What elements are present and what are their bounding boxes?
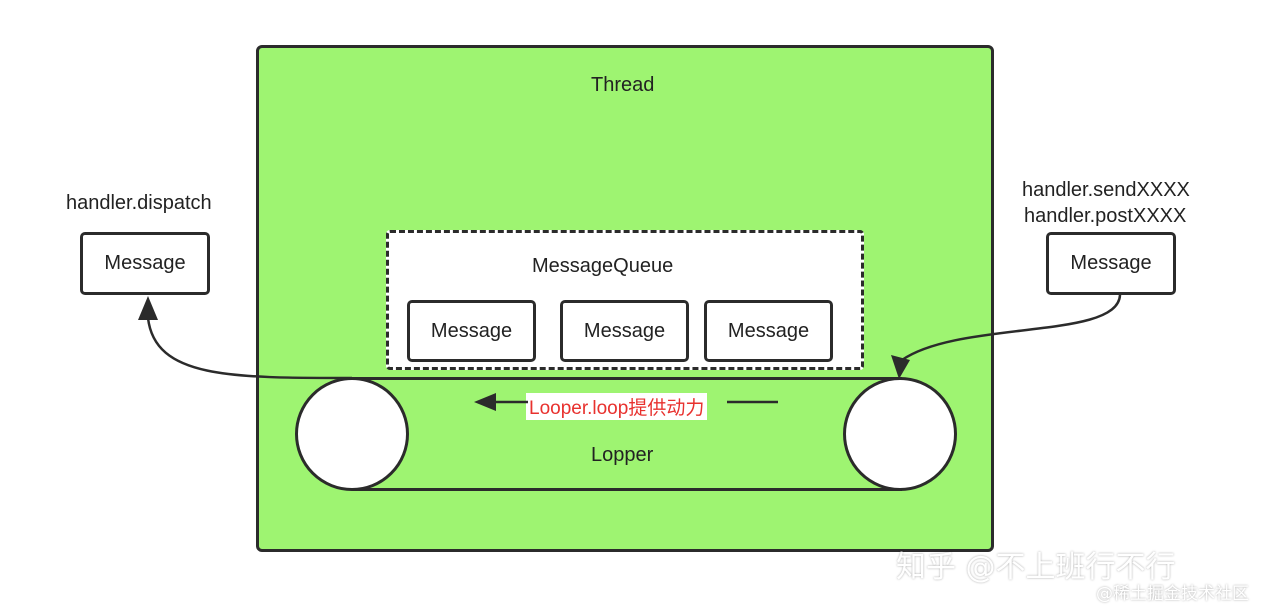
dispatch-label: handler.dispatch: [66, 192, 212, 214]
belt-bottom-line: [352, 488, 902, 491]
thread-title: Thread: [591, 74, 655, 96]
send-message: Message: [1046, 232, 1176, 295]
dispatch-message: Message: [80, 232, 210, 295]
send-label-line2: handler.postXXXX: [1024, 205, 1187, 227]
message-queue-title: MessageQueue: [532, 255, 674, 277]
watermark-main: 知乎 @不上班行不行: [896, 550, 1176, 585]
watermark-secondary: @稀土掘金技术社区: [1096, 584, 1249, 604]
send-label-line1: handler.sendXXXX: [1022, 179, 1190, 201]
belt-top-line: [352, 377, 902, 380]
right-roller: [843, 377, 957, 491]
left-roller: [295, 377, 409, 491]
looper-loop-caption: Looper.loop提供动力: [526, 393, 708, 420]
queue-message-2: Message: [560, 300, 689, 362]
dispatch-arrow-icon: [138, 296, 158, 320]
looper-label: Lopper: [591, 444, 654, 466]
queue-message-3: Message: [704, 300, 833, 362]
queue-message-1: Message: [407, 300, 536, 362]
